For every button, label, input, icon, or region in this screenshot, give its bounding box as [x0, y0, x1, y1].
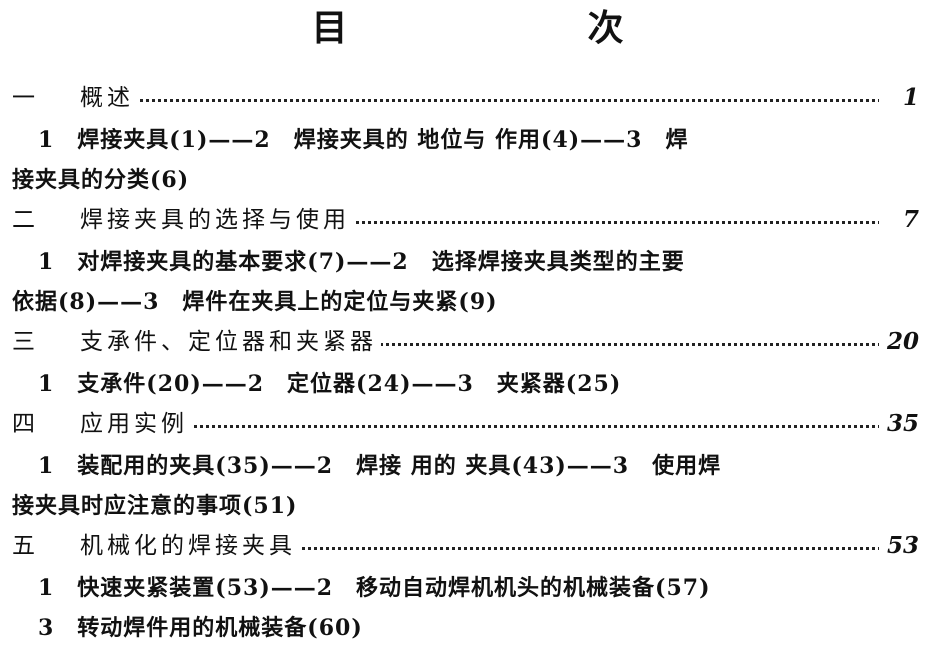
toc-sections-line: 依据(8)——3 焊件在夹具上的定位与夹紧(9)	[12, 289, 498, 315]
chapter-page: 1	[879, 82, 919, 114]
chapter-title: 机械化的焊接夹具	[80, 530, 300, 562]
chapter-page: 7	[879, 204, 919, 236]
chapter-number: 二	[12, 207, 35, 233]
chapter-title: 概述	[80, 82, 138, 114]
page-title: 目 次	[311, 7, 680, 49]
chapter-page: 35	[879, 408, 919, 440]
chapter-number: 五	[12, 533, 35, 559]
chapter-number: 一	[12, 85, 35, 111]
toc-sections-line: 1 快速夹紧装置(53)——2 移动自动焊机机头的机械装备(57)	[38, 575, 711, 601]
toc-sections-line: 3 转动焊件用的机械装备(60)	[38, 615, 363, 641]
toc-sections-line: 接夹具时应注意的事项(51)	[12, 493, 298, 519]
chapter-title: 支承件、定位器和夹紧器	[80, 326, 381, 358]
chapter-number: 四	[12, 411, 35, 437]
leader-dots	[80, 425, 881, 428]
leader-dots	[80, 99, 881, 102]
leader-dots	[80, 547, 881, 550]
toc-sections-line: 1 支承件(20)——2 定位器(24)——3 夹紧器(25)	[38, 371, 622, 397]
toc-sections-line: 1 对焊接夹具的基本要求(7)——2 选择焊接夹具类型的主要	[38, 249, 685, 275]
chapter-page: 20	[879, 326, 919, 358]
leader-dots	[80, 343, 881, 346]
chapter-page: 53	[879, 530, 919, 562]
chapter-title: 应用实例	[80, 408, 192, 440]
toc-sections-line: 1 焊接夹具(1)——2 焊接夹具的 地位与 作用(4)——3 焊	[38, 127, 689, 153]
toc-sections-line: 接夹具的分类(6)	[12, 167, 190, 193]
leader-dots	[80, 221, 881, 224]
chapter-number: 三	[12, 329, 35, 355]
toc-sections-line: 1 装配用的夹具(35)——2 焊接 用的 夹具(43)——3 使用焊	[38, 453, 722, 479]
chapter-title: 焊接夹具的选择与使用	[80, 204, 354, 236]
